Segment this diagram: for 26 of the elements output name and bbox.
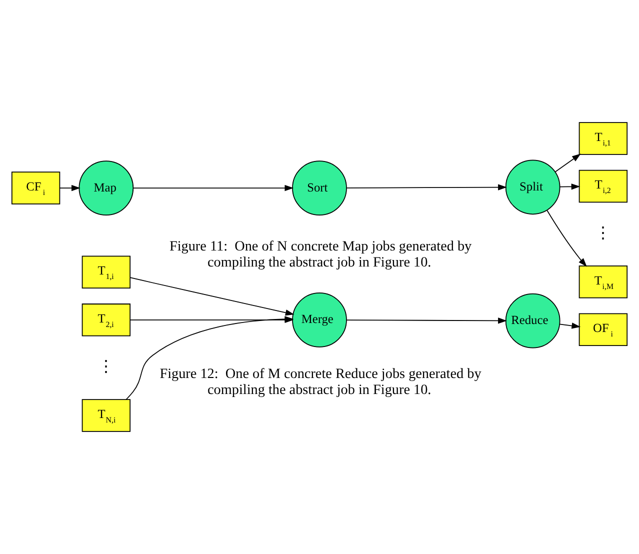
node-box: CF$_{i}$ xyxy=(11,172,60,204)
label: ⋮ xyxy=(98,358,114,376)
arrow xyxy=(346,184,507,190)
node-box: T$_{i,1}$ xyxy=(578,122,628,155)
arrow xyxy=(130,277,294,316)
node-box: OF$_{i}$ xyxy=(578,313,628,346)
node-circle: Split xyxy=(505,160,560,215)
arrow xyxy=(132,184,294,192)
node-box: T$_{N,i}$ xyxy=(82,399,131,432)
node-circle: Merge xyxy=(292,292,347,348)
node-box: T$_{1,i}$ xyxy=(82,256,131,288)
label: ⋮ xyxy=(595,224,612,242)
label: Figure 11: One of N concrete Map jobs generated by compiling the abstract job in Figure 10. xyxy=(169,238,472,271)
arrow xyxy=(59,184,80,192)
node-circle: Reduce xyxy=(505,293,560,348)
node-box: T$_{2,i}$ xyxy=(82,304,131,336)
node-box: T$_{i,M}$ xyxy=(578,266,628,298)
arrow xyxy=(560,184,580,190)
node-circle: Map xyxy=(78,160,134,216)
node-circle: Sort xyxy=(292,160,347,216)
node-box: T$_{i,2}$ xyxy=(578,170,628,203)
arrow xyxy=(346,318,507,324)
label: Figure 12: One of M concrete Reduce jobs generated by compiling the abstract job in Figure 10. xyxy=(160,366,482,398)
arrow xyxy=(559,322,581,329)
arrow xyxy=(554,154,581,172)
arrow xyxy=(546,210,587,267)
